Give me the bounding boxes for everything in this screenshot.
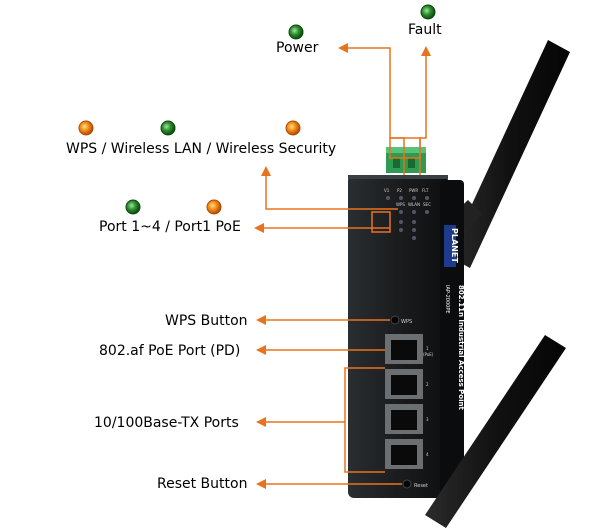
wps-button-hole (390, 315, 400, 325)
device-led-label: FLT (422, 188, 429, 193)
device-port-label: 2 (426, 382, 429, 387)
device-led-label: P2 (397, 188, 402, 193)
device-port-label: 4 (426, 452, 429, 457)
device-led-label: V1 (384, 188, 390, 193)
led-legend (78, 4, 436, 215)
antenna-bottom (425, 335, 566, 528)
reset-button-label: Reset Button (157, 476, 248, 492)
device-port-label: 3 (426, 417, 429, 422)
fault-label: Fault (408, 22, 442, 38)
device-led-label: SEC (423, 202, 431, 207)
tx-ports-label: 10/100Base-TX Ports (94, 415, 239, 431)
wlan-led-icon (160, 120, 176, 136)
wps-button-label: WPS Button (165, 313, 248, 329)
device-reset-label: Reset (414, 483, 428, 489)
port-led-icon (125, 199, 141, 215)
wps-led-icon (78, 120, 94, 136)
security-led-icon (285, 120, 301, 136)
device-port-label: (PoE) (423, 352, 434, 357)
wps-wlan-security-label: WPS / Wireless LAN / Wireless Security (66, 141, 337, 157)
power-led-icon (288, 24, 304, 40)
rj45-ports (385, 334, 423, 469)
power-label: Power (276, 40, 319, 56)
callout-lines (254, 43, 431, 489)
device-printing: V1 P2 PWR FLT WPS WLAN SEC WPS 1 (PoE) 2… (384, 188, 465, 489)
device-model-number: IAP-2000PE (444, 285, 450, 314)
device-port-label: 1 (426, 346, 429, 351)
device-leds (386, 196, 429, 240)
port-poe-label: Port 1~4 / Port1 PoE (99, 219, 241, 235)
device-brand: PLANET (450, 228, 459, 263)
fault-led-icon (420, 4, 436, 20)
device-wps-label: WPS (401, 319, 412, 325)
brand-logo (444, 225, 456, 267)
device-led-label: PWR (409, 188, 418, 193)
device-led-label: WPS (396, 202, 405, 207)
device-led-label: WLAN (408, 202, 420, 207)
reset-button-hole (402, 479, 412, 489)
poe-port-label: 802.af PoE Port (PD) (99, 343, 241, 359)
poe-led-icon (206, 199, 222, 215)
device-model-title: 802.11n Industrial Access Point (457, 285, 465, 410)
